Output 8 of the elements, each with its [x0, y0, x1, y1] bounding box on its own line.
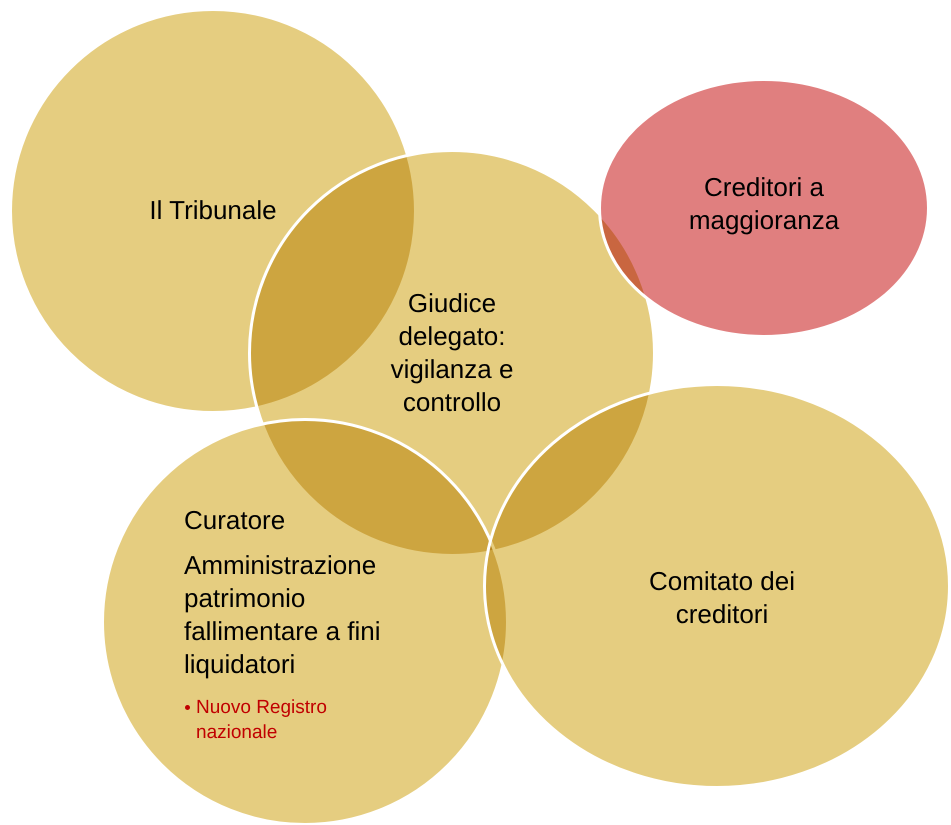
- node-text: Creditori a maggioranza: [688, 171, 840, 237]
- heading-text: Curatore: [184, 504, 286, 537]
- node-text: Giudice delegato: vigilanza e controllo: [390, 287, 514, 419]
- node-text: Il Tribunale: [148, 194, 278, 227]
- venn-circle: [598, 78, 930, 338]
- node-text: Amministrazione patrimonio fallimentare a fini liquidatori: [184, 549, 382, 681]
- node-text: Comitato dei creditori: [648, 565, 796, 631]
- bullet-text: Nuovo Registro nazionale: [196, 696, 328, 745]
